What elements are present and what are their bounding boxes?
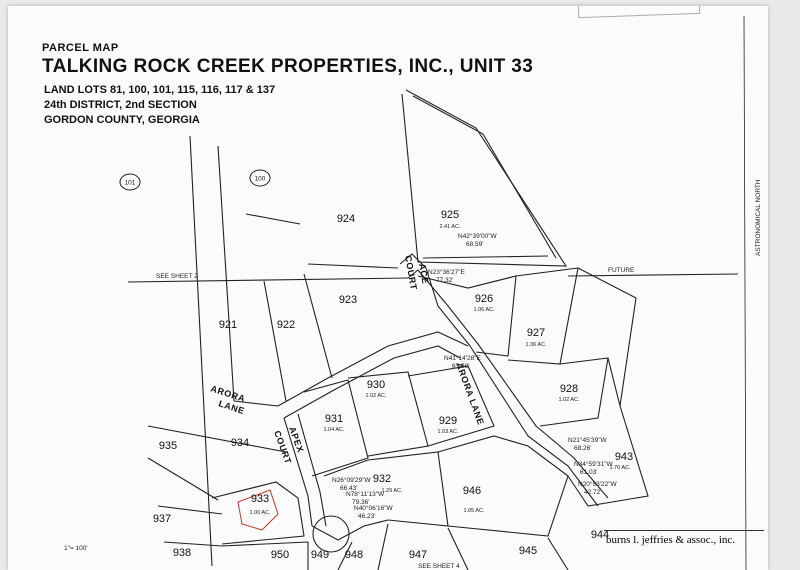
lot-930: 930 1.02 AC.: [365, 379, 387, 399]
lot-928: 928 1.02 AC.: [558, 383, 580, 403]
lot-930-number: 930: [367, 379, 385, 391]
lot-946: 946 1.05 AC.: [463, 485, 485, 514]
lot-929-number: 929: [439, 415, 457, 427]
bearing-4: N26°09'29"W: [332, 476, 372, 484]
lot-934: 934: [231, 437, 249, 449]
marker-101-label: 101: [125, 180, 136, 187]
lot-925-acres: 2.41 AC.: [439, 224, 461, 230]
lot-932-number: 932: [373, 473, 391, 485]
lot-933-number: 933: [251, 493, 269, 505]
future-label: FUTURE: [608, 267, 635, 274]
lot-926-number: 926: [475, 293, 493, 305]
lot-924: 924: [337, 213, 355, 225]
marker-100-label: 100: [255, 176, 266, 183]
road-ace-court: COURT: [403, 255, 419, 291]
astronomical-north-label: ASTRONOMICAL NORTH: [755, 179, 762, 256]
bearing-4-distance: 66.43': [340, 485, 358, 492]
marker-101: 101: [119, 173, 141, 191]
scale-label: 1"= 100': [64, 545, 88, 552]
lot-927-number: 927: [527, 327, 545, 339]
lot-945: 945: [519, 545, 537, 557]
lot-948: 948: [345, 549, 363, 561]
bearing-6-distance: 46.23': [358, 513, 376, 520]
bearing-7-distance: 68.26': [574, 445, 592, 452]
marker-100: 100: [249, 169, 271, 187]
bearing-8: N34°59'31"W: [574, 460, 614, 468]
lot-927: 927 1.36 AC.: [525, 327, 547, 348]
lot-926: 926 1.06 AC.: [473, 293, 495, 313]
lot-943-number: 943: [615, 451, 633, 463]
lot-947: 947: [409, 549, 427, 561]
lot-927-acres: 1.36 AC.: [525, 342, 547, 348]
lot-925: 925 2.41 AC.: [439, 209, 461, 230]
bearing-5-distance: 79.36': [352, 499, 370, 506]
map-sheet: PARCEL MAP TALKING ROCK CREEK PROPERTIES…: [8, 6, 768, 570]
lot-929-acres: 1.03 AC.: [437, 429, 459, 435]
lot-949: 949: [311, 549, 329, 561]
district-line: 24th DISTRICT, 2nd SECTION: [44, 99, 197, 111]
lot-923: 923: [339, 294, 357, 306]
surveyor-firm-name: burns l. jeffries & assoc., inc.: [606, 534, 736, 546]
bearing-9-distance: 42.72': [584, 489, 602, 496]
surveyor-firm-block: burns l. jeffries & assoc., inc.: [604, 530, 764, 555]
map-kicker: PARCEL MAP: [42, 42, 119, 54]
lot-929: 929 1.03 AC.: [437, 415, 459, 435]
bearing-6: N40°06'16"W: [354, 504, 394, 512]
bearing-2-distance: 77.32': [436, 277, 454, 284]
see-sheet-2-label: SEE SHEET 2: [156, 273, 198, 280]
lot-921: 921: [219, 319, 237, 331]
lot-944: 944: [591, 529, 609, 541]
lot-932-acres: 1.29 AC.: [381, 488, 403, 494]
lot-946-acres: 1.05 AC.: [463, 508, 485, 514]
lot-943: 943 1.70 AC.: [609, 451, 633, 471]
lot-930-acres: 1.02 AC.: [365, 393, 387, 399]
lot-933-acres: 1.00 AC.: [249, 510, 271, 516]
lot-935: 935: [159, 440, 177, 452]
land-lots-line: LAND LOTS 81, 100, 101, 115, 116, 117 & …: [44, 84, 276, 96]
lot-932: 932 1.29 AC.: [373, 473, 403, 494]
parcel-map-drawing: 101 100 925 2.41 AC. 926 1.06 AC. 927 1.…: [64, 15, 762, 570]
lot-926-acres: 1.06 AC.: [473, 307, 495, 313]
lot-928-number: 928: [560, 383, 578, 395]
lot-938: 938: [173, 547, 191, 559]
bearing-9: N20°53'22"W: [578, 480, 618, 488]
lot-943-acres: 1.70 AC.: [609, 465, 631, 471]
lot-931-acres: 1.04 AC.: [323, 427, 345, 433]
lot-922: 922: [277, 319, 295, 331]
bearing-3-distance: 67.98': [452, 363, 470, 370]
county-line: GORDON COUNTY, GEORGIA: [44, 114, 200, 126]
bearing-1: N42°39'00"W: [458, 232, 498, 240]
see-sheet-4-label: SEE SHEET 4: [418, 563, 460, 570]
bearing-2: N23°36'27"E: [428, 268, 466, 276]
lot-933: 933 1.00 AC.: [249, 493, 271, 516]
lot-931: 931 1.04 AC.: [323, 413, 345, 433]
lot-931-number: 931: [325, 413, 343, 425]
lot-937: 937: [153, 513, 171, 525]
lot-928-acres: 1.02 AC.: [558, 397, 580, 403]
lot-925-number: 925: [441, 209, 459, 221]
bearing-7: N21°45'39"W: [568, 436, 608, 444]
bearing-3: N41°14'28"E: [444, 354, 482, 362]
lot-950: 950: [271, 549, 289, 561]
bearing-8-distance: 61.03': [580, 469, 598, 476]
map-title: TALKING ROCK CREEK PROPERTIES, INC., UNI…: [42, 56, 534, 77]
bearing-1-distance: 68.59': [466, 241, 484, 248]
lot-946-number: 946: [463, 485, 481, 497]
bearing-5: N78°11'13"W: [346, 490, 385, 498]
road-ace: ACE: [417, 263, 430, 285]
